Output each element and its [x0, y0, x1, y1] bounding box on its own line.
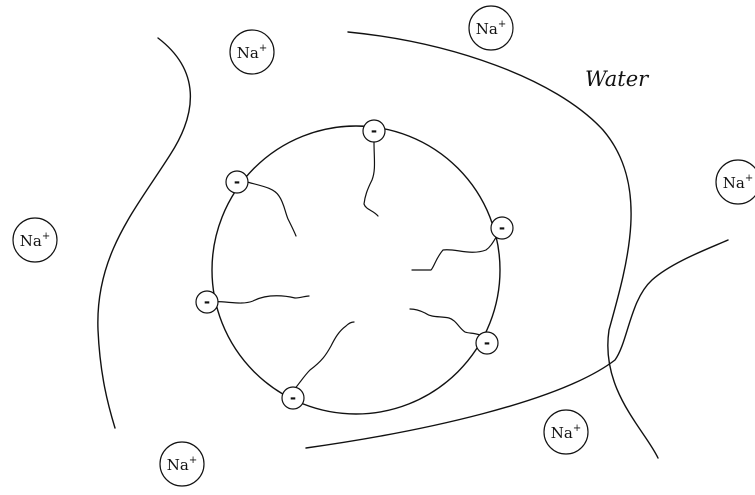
- svg-text:Na+: Na+: [551, 423, 581, 442]
- ion-charge: +: [745, 173, 753, 184]
- surfactant-tail: [409, 308, 488, 340]
- ion-symbol: Na: [723, 174, 745, 192]
- surfactant-tail: [411, 227, 503, 271]
- sodium-ion: Na+: [543, 409, 589, 455]
- charged-head-left: -: [195, 290, 219, 314]
- sodium-ion: Na+: [229, 29, 275, 75]
- ion-charge: +: [573, 423, 581, 434]
- ion-symbol: Na: [237, 44, 259, 62]
- svg-text:Na+: Na+: [237, 43, 267, 62]
- ion-charge: +: [42, 231, 50, 242]
- svg-text:Na+: Na+: [723, 173, 753, 192]
- sodium-ion: Na+: [12, 217, 58, 263]
- boundary-line-bottom: [305, 239, 729, 449]
- charge-label: -: [371, 122, 377, 140]
- charge-label: -: [290, 389, 296, 407]
- ion-charge: +: [498, 19, 506, 30]
- charge-label: -: [234, 173, 240, 191]
- micelle-core: [211, 125, 501, 415]
- boundary-line-top-right: [347, 31, 659, 459]
- surfactant-tail: [246, 181, 297, 237]
- boundary-line-left: [97, 37, 192, 429]
- surfactant-tail: [363, 141, 379, 217]
- charge-label: -: [484, 334, 490, 352]
- svg-text:Na+: Na+: [167, 455, 197, 474]
- sodium-ion: Na+: [159, 441, 205, 487]
- charged-head-lower-right: -: [475, 331, 499, 355]
- svg-text:Na+: Na+: [20, 231, 50, 250]
- ion-charge: +: [259, 43, 267, 54]
- ion-symbol: Na: [20, 232, 42, 250]
- ion-symbol: Na: [476, 20, 498, 38]
- surfactant-tail: [292, 321, 355, 392]
- charge-label: -: [499, 219, 505, 237]
- charged-head-upper-left: -: [225, 170, 249, 194]
- surfactant-tail: [207, 295, 310, 304]
- charge-label: -: [204, 293, 210, 311]
- sodium-ion: Na+: [468, 5, 514, 51]
- charged-head-bottom: -: [281, 386, 305, 410]
- svg-text:Na+: Na+: [476, 19, 506, 38]
- ion-symbol: Na: [551, 424, 573, 442]
- charged-head-top: -: [362, 119, 386, 143]
- sodium-ion: Na+: [715, 159, 755, 205]
- charged-head-right: -: [490, 216, 514, 240]
- ion-symbol: Na: [167, 456, 189, 474]
- water-label: Water: [585, 67, 650, 91]
- ion-charge: +: [189, 455, 197, 466]
